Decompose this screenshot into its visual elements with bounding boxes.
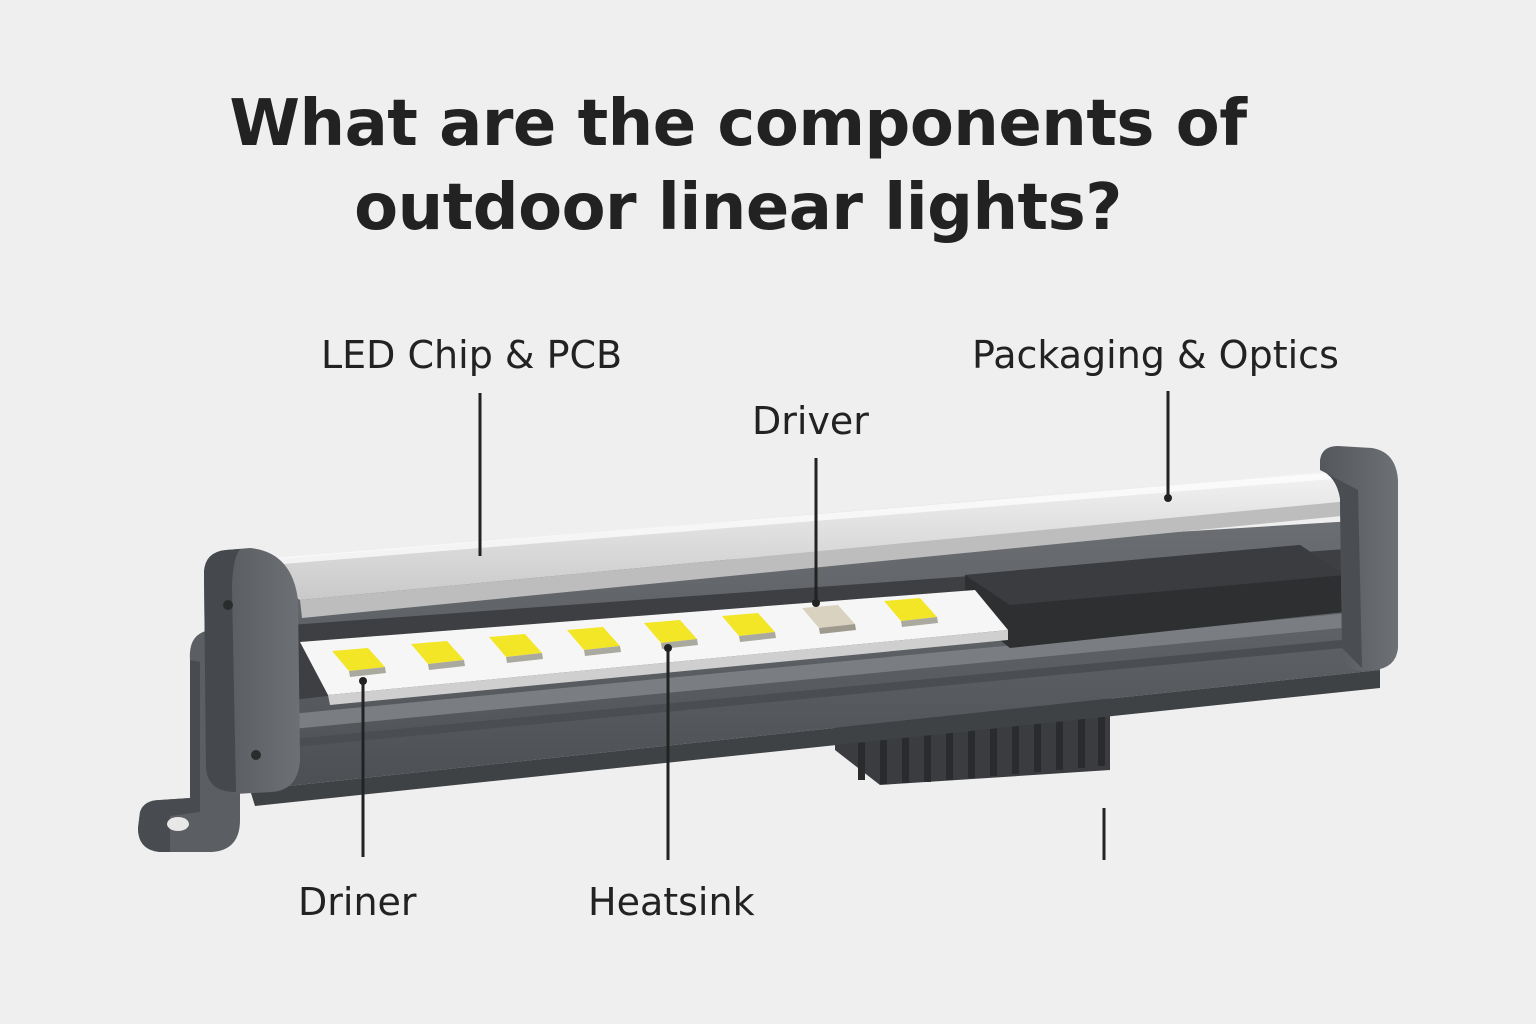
title-line-2: outdoor linear lights? <box>354 171 1122 245</box>
label-led-chip-pcb: LED Chip & PCB <box>321 333 623 377</box>
led-chip-driver-ic <box>802 605 856 634</box>
led-chip <box>567 627 621 656</box>
left-end-cap <box>204 548 300 794</box>
lens-diffuser <box>240 470 1362 618</box>
label-driner: Driner <box>298 880 417 924</box>
leader-dots <box>359 494 1172 685</box>
label-heatsink: Heatsink <box>588 880 755 924</box>
led-chip <box>411 641 465 670</box>
right-end-cap <box>1320 446 1398 671</box>
leader-lines <box>361 391 1170 860</box>
page-title: What are the components of outdoor linea… <box>0 82 1476 250</box>
driver-box <box>965 545 1345 648</box>
led-chip <box>489 634 543 663</box>
label-driver: Driver <box>752 399 869 443</box>
led-chips <box>332 598 938 677</box>
label-packaging-optics: Packaging & Optics <box>972 333 1339 377</box>
led-chip <box>722 613 776 642</box>
led-chip <box>332 648 386 677</box>
title-line-1: What are the components of <box>229 87 1247 161</box>
led-chip <box>884 598 938 627</box>
